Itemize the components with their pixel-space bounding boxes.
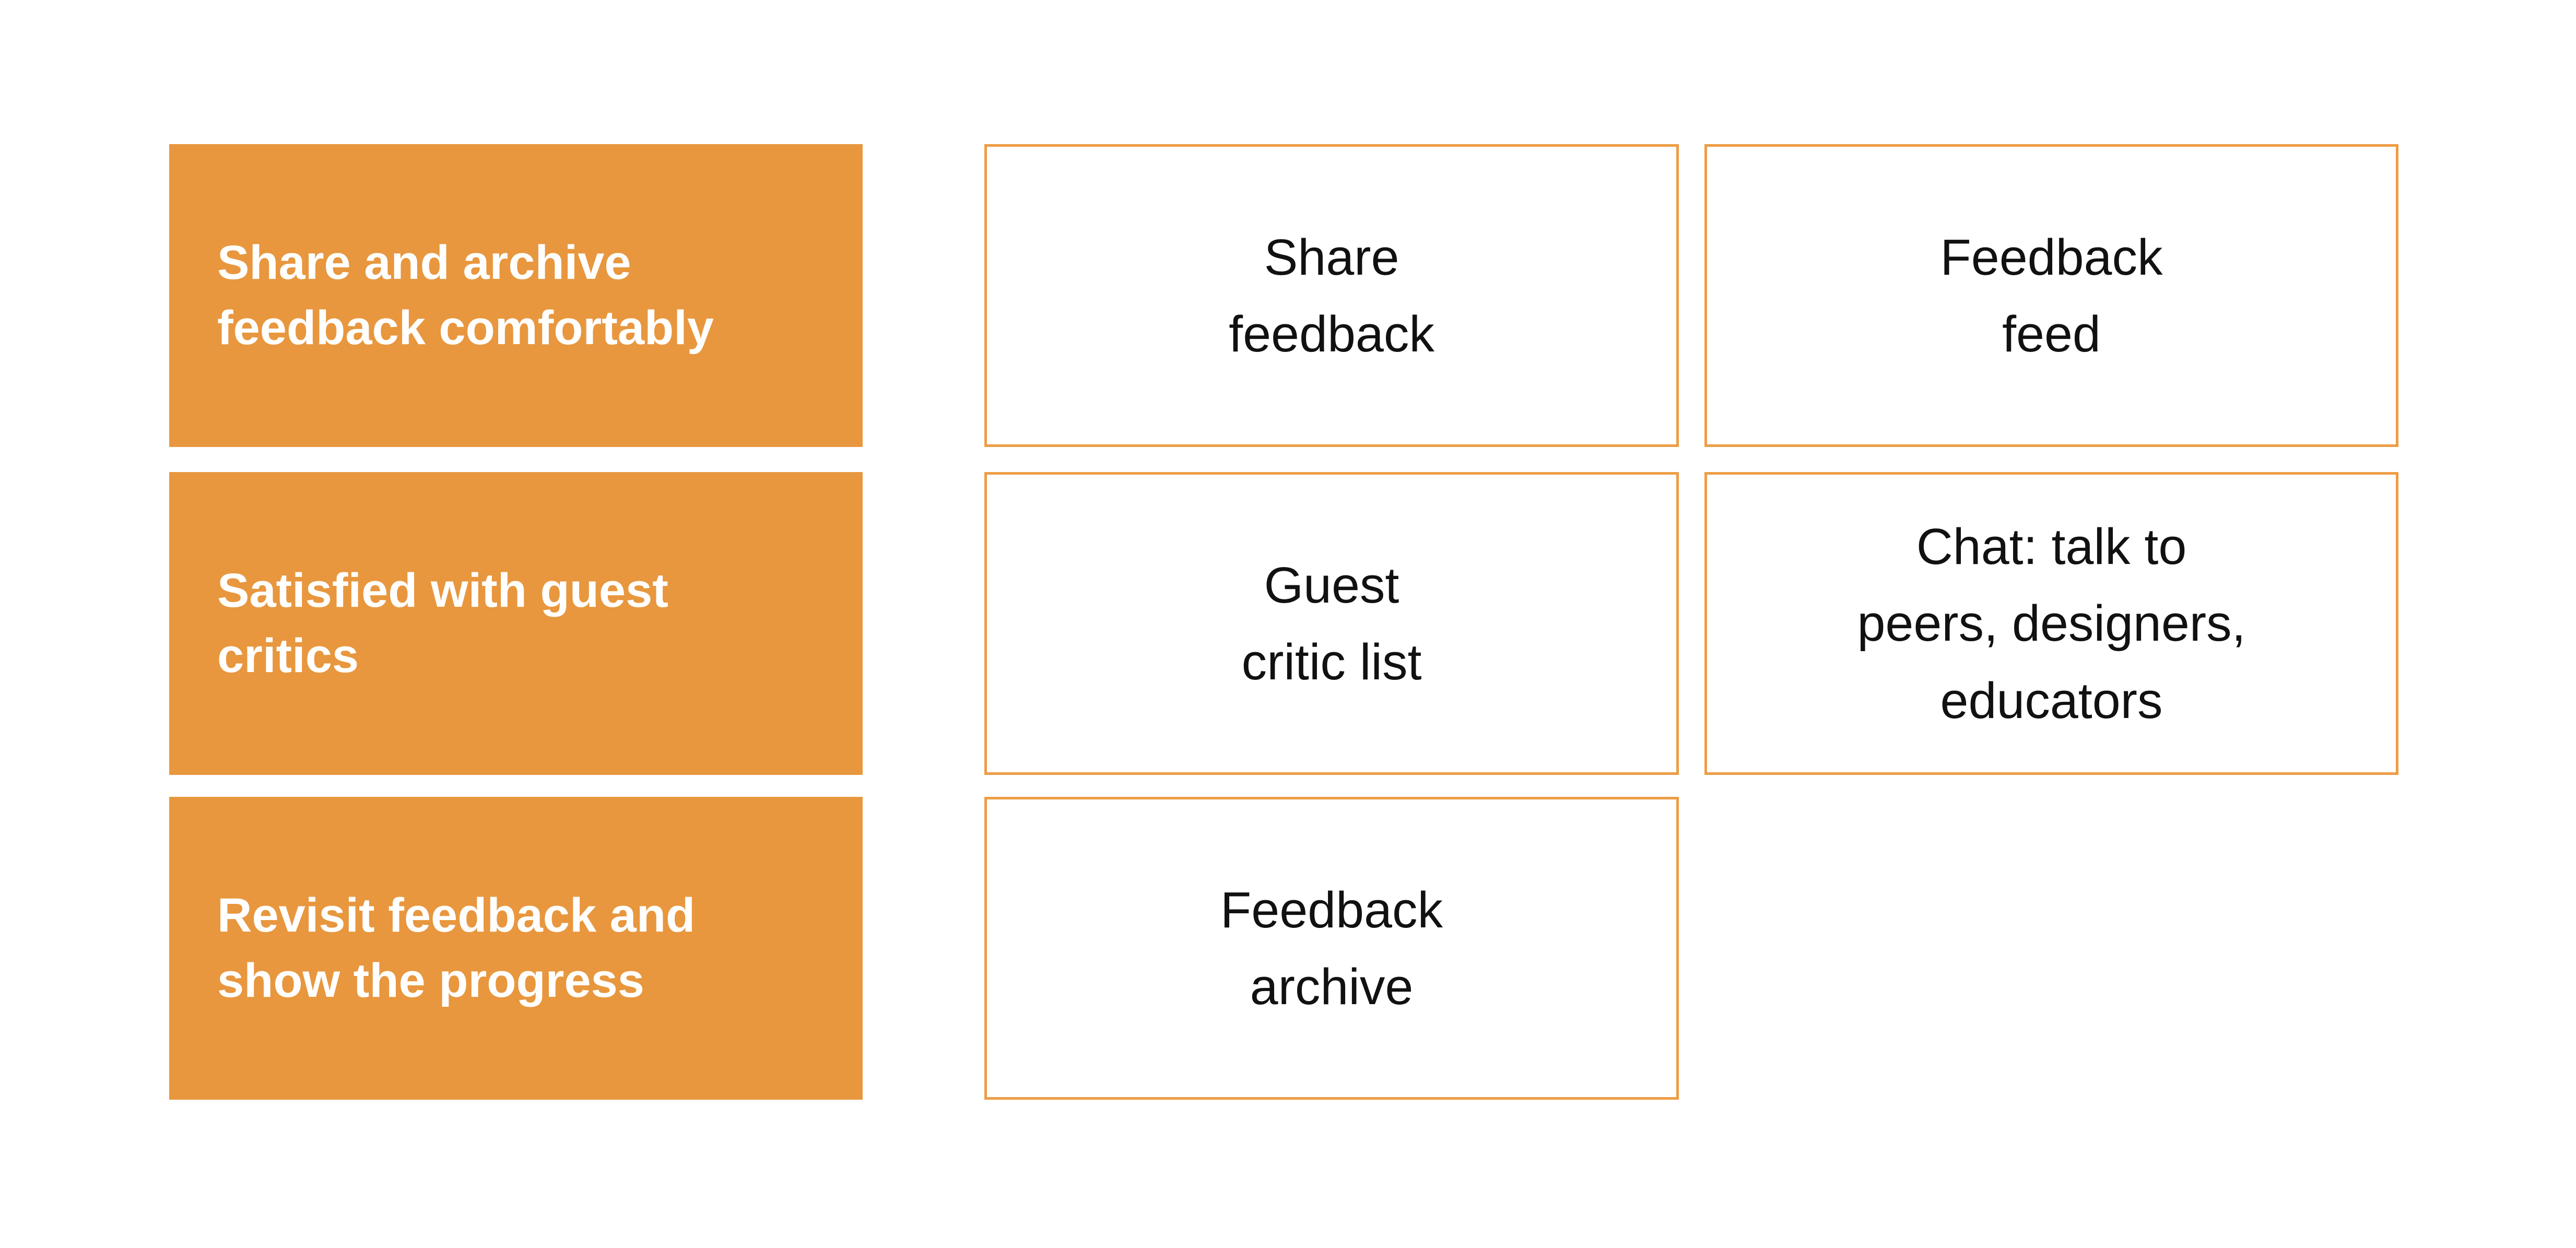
feature-text-line: Guest	[1264, 556, 1399, 614]
feature-card-feedback-feed: Feedback feed	[1704, 144, 2398, 447]
feature-text-line: Share	[1264, 228, 1399, 286]
need-text-line: feedback comfortably	[217, 301, 714, 355]
need-text-line: Satisfied with guest	[217, 563, 668, 617]
feature-text-line: archive	[1250, 958, 1414, 1015]
need-box-share-archive: Share and archive feedback comfortably	[169, 144, 863, 447]
feature-card-chat: Chat: talk to peers, designers, educator…	[1704, 472, 2398, 775]
feature-text-line: Chat: talk to	[1916, 517, 2187, 575]
feature-text-line: feedback	[1229, 305, 1434, 362]
feature-text-line: Feedback	[1220, 881, 1443, 938]
need-text-line: show the progress	[217, 954, 644, 1007]
need-text-line: Revisit feedback and	[217, 888, 696, 942]
feature-text-line: feed	[2002, 305, 2101, 362]
feature-card-guest-critic-list: Guest critic list	[984, 472, 1679, 775]
need-box-revisit-feedback: Revisit feedback and show the progress	[169, 797, 863, 1100]
feature-text-line: Feedback	[1940, 228, 2163, 286]
need-box-guest-critics: Satisfied with guest critics	[169, 472, 863, 775]
feature-card-feedback-archive: Feedback archive	[984, 797, 1679, 1100]
feature-text-line: educators	[1940, 672, 2163, 729]
need-text-line: critics	[217, 629, 359, 682]
feature-card-share-feedback: Share feedback	[984, 144, 1679, 447]
need-text-line: Share and archive	[217, 236, 631, 289]
feature-text-line: peers, designers,	[1857, 595, 2246, 652]
feature-text-line: critic list	[1241, 633, 1422, 690]
